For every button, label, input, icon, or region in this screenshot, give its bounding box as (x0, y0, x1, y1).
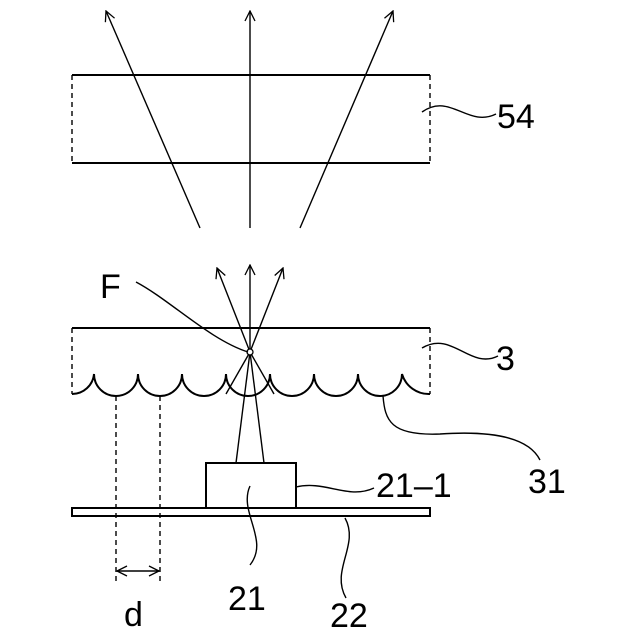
leader-31 (383, 396, 540, 460)
leader-54 (422, 106, 496, 118)
substrate (72, 508, 430, 516)
led-chip (206, 463, 296, 508)
leader-lines (136, 106, 540, 598)
label-3: 3 (496, 340, 515, 378)
label-22: 22 (330, 597, 368, 635)
leader-3 (422, 343, 498, 359)
leader-F (136, 282, 248, 352)
upper-ray-left (106, 11, 200, 228)
label-F: F (100, 268, 121, 306)
leader-21-1 (296, 485, 374, 491)
label-31: 31 (528, 463, 566, 501)
ray-in-right (250, 352, 264, 463)
leader-22 (341, 518, 349, 598)
upper-ray-right (300, 11, 393, 228)
label-d: d (124, 596, 143, 634)
label-54: 54 (497, 98, 535, 136)
diffuser-plate (72, 75, 430, 163)
ray-in-left (236, 352, 250, 463)
focus-rays (217, 265, 283, 463)
leader-21 (247, 486, 257, 565)
pitch-dimension (116, 396, 160, 585)
ray-out-right (250, 268, 283, 352)
ray-edge-left (226, 352, 250, 394)
label-21: 21 (228, 580, 266, 618)
microlens-array (72, 374, 430, 396)
upper-rays (106, 11, 393, 228)
label-21-1: 21–1 (376, 467, 452, 505)
ray-edge-right (250, 352, 274, 394)
